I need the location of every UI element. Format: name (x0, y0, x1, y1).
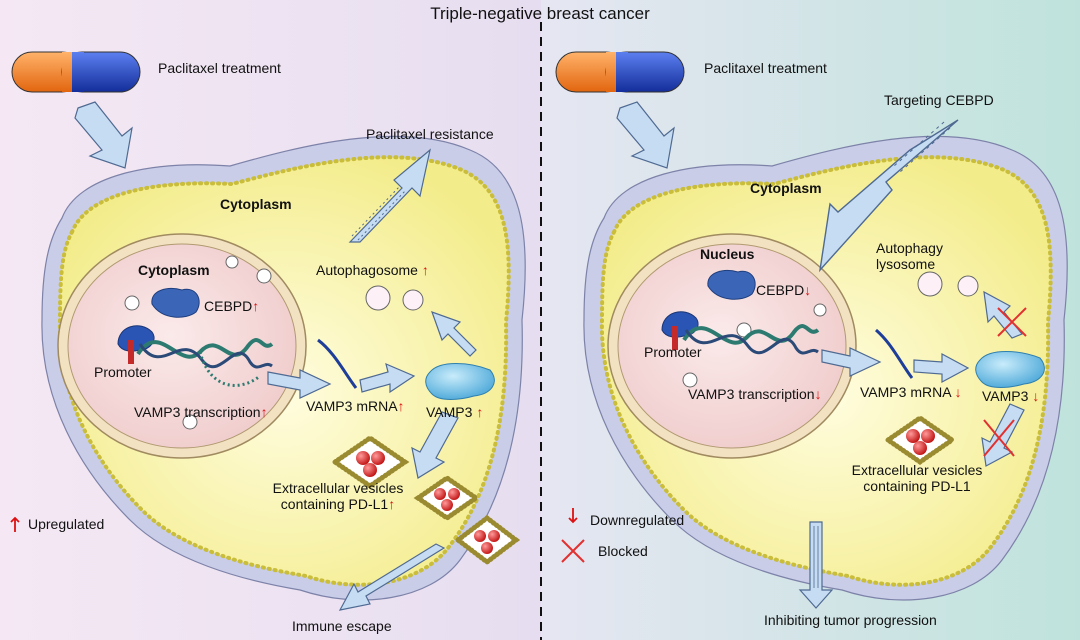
cebpd-protein-icon (151, 288, 200, 318)
transcription-arrow (821, 347, 882, 377)
vamp3-protein-icon (425, 363, 495, 400)
targeting-arrow (818, 119, 959, 273)
left-vamp3-label: VAMP3 ↑ (426, 404, 484, 420)
left-autophagosome-label: Autophagosome ↑ (316, 262, 429, 278)
paclitaxel-pill-icon (11, 51, 141, 93)
legend-blocked-icon (561, 539, 585, 563)
right-treatment-label: Paclitaxel treatment (704, 60, 827, 76)
left-immune-escape-label: Immune escape (292, 618, 392, 634)
left-ev-label-line1: Extracellular vesicles (272, 480, 404, 496)
treatment-arrow (74, 101, 133, 169)
paclitaxel-pill-icon (555, 51, 685, 93)
promoter-site (128, 340, 134, 364)
left-promoter-label: Promoter (94, 364, 152, 380)
legend-upregulated-label: Upregulated (28, 516, 105, 532)
immune-escape-arrow (338, 543, 446, 611)
secretion-arrow (981, 403, 1025, 467)
right-promoter-label: Promoter (644, 344, 702, 360)
blocked-icon (997, 307, 1027, 337)
lysosome-icon (917, 271, 943, 297)
left-cebpd-label: CEBPD↑ (204, 298, 260, 314)
legend-blocked-label: Blocked (598, 543, 648, 559)
secreted-vesicle-icon (453, 514, 521, 566)
right-cebpd-label: CEBPD↓ (756, 282, 812, 298)
right-targeting-label: Targeting CEBPD (884, 92, 994, 108)
secretion-arrow (411, 411, 459, 479)
mrna-strand-icon (317, 338, 358, 389)
right-autophagy-label-line2: lysosome (876, 256, 936, 272)
resistance-arrow (348, 148, 431, 243)
transcription-arrow (267, 369, 332, 399)
left-panel (11, 51, 526, 611)
extracellular-vesicle-icon (330, 434, 410, 490)
left-nucleus (67, 243, 297, 449)
right-outcome-label: Inhibiting tumor progression (764, 612, 937, 628)
legend-downregulated-label: Downregulated (590, 512, 685, 528)
left-cytoplasm-label: Cytoplasm (220, 196, 292, 212)
right-ev-label-line1: Extracellular vesicles (851, 462, 983, 478)
right-vamp3-label: VAMP3 ↓ (982, 388, 1040, 404)
translation-arrow (913, 352, 970, 384)
right-vamp3-mrna-label: VAMP3 mRNA ↓ (860, 384, 962, 400)
outcome-arrow (798, 521, 834, 609)
left-inner-compartment-label: Cytoplasm (138, 262, 210, 278)
extracellular-vesicle-icon (883, 414, 957, 466)
promoter-site (672, 326, 678, 350)
left-vamp3-mrna-label: VAMP3 mRNA↑ (306, 398, 405, 414)
secreted-vesicle-icon (413, 474, 481, 522)
right-autophagy-label-line1: Autophagy (876, 240, 943, 256)
autophagosome-icon (365, 285, 391, 311)
figure-title: Triple-negative breast cancer (430, 4, 650, 23)
left-vamp3-transcription-label: VAMP3 transcription↑ (134, 404, 268, 420)
translation-arrow (359, 362, 416, 394)
legend-down-arrow-icon (568, 508, 578, 524)
mrna-strand-icon (875, 328, 914, 379)
left-ev-label-line2: containing PD-L1↑ (280, 496, 396, 512)
cebpd-protein-icon (707, 270, 756, 300)
right-nucleus (617, 243, 847, 449)
left-treatment-label: Paclitaxel treatment (158, 60, 281, 76)
blocked-icon (983, 419, 1015, 457)
vamp3-protein-icon (975, 351, 1045, 388)
dna-strand (682, 324, 820, 345)
right-panel (555, 51, 1068, 609)
treatment-arrow (616, 101, 675, 169)
right-ev-label-line2: containing PD-L1 (863, 478, 971, 494)
right-cytoplasm-label: Cytoplasm (750, 180, 822, 196)
right-vamp3-transcription-label: VAMP3 transcription↓ (688, 386, 822, 402)
autophagy-arrow (431, 311, 477, 357)
legend-up-arrow-icon (10, 516, 20, 532)
right-nucleus-label: Nucleus (700, 246, 755, 262)
dna-strand (136, 338, 274, 359)
left-resistance-label: Paclitaxel resistance (366, 126, 494, 142)
